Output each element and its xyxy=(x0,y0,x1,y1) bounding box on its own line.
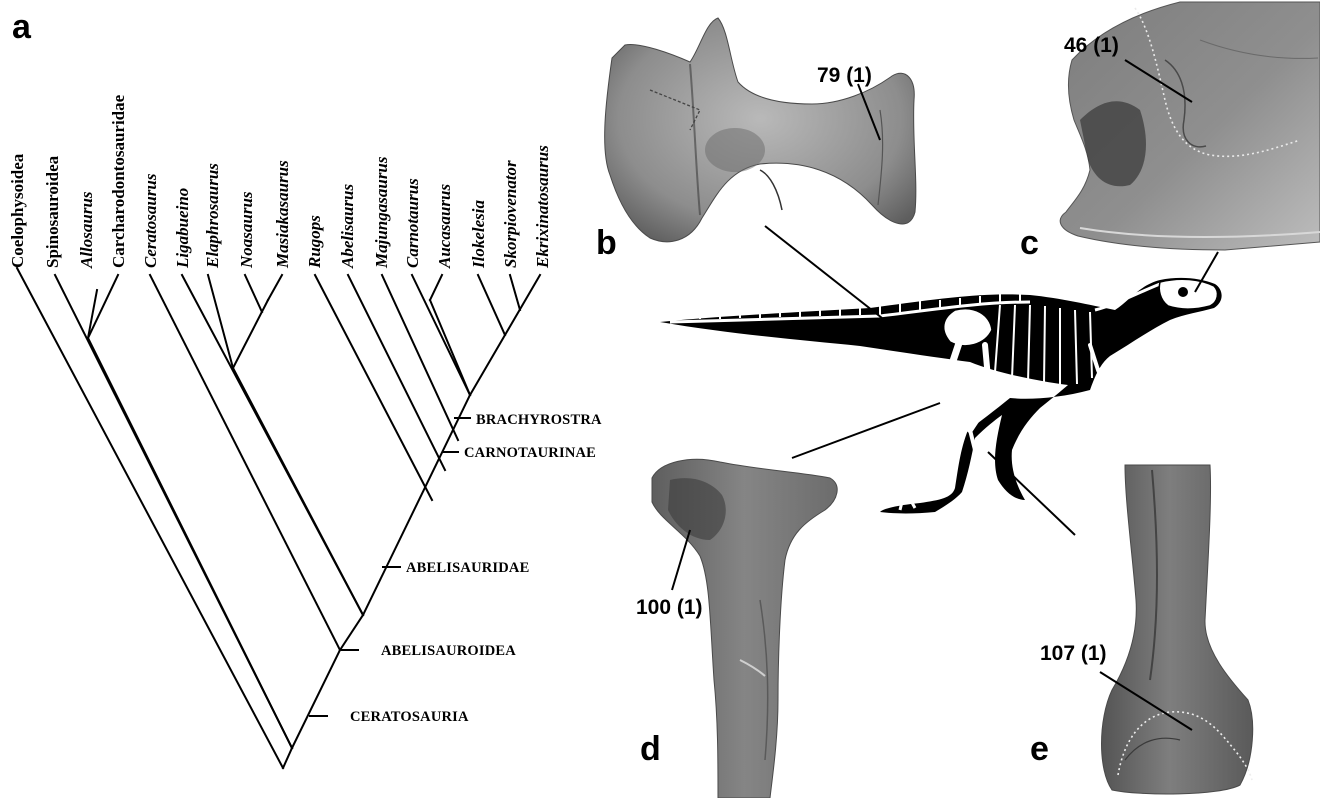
leader-skeleton-d xyxy=(792,403,940,458)
branch-skorpiovenator xyxy=(510,275,520,310)
taxon-label-ilokelesia: Ilokelesia xyxy=(469,200,488,269)
character-label-107: 107 (1) xyxy=(1040,642,1107,665)
branch-root-to-spinosauroidea xyxy=(283,748,292,768)
branch-abelisaurid-spine xyxy=(363,395,470,615)
taxon-label-elaphrosaurus: Elaphrosaurus xyxy=(203,163,222,269)
branch-ilokelesia xyxy=(478,275,505,335)
taxon-label-masiakasaurus: Masiakasaurus xyxy=(273,160,292,269)
taxon-label-noasaurus: Noasaurus xyxy=(237,191,256,269)
taxon-label-aucasaurus: Aucasaurus xyxy=(435,184,454,269)
branch-carcharodontosauridae xyxy=(88,275,118,338)
tibia-photo xyxy=(1102,465,1253,794)
taxon-label-allosaurus: Allosaurus xyxy=(77,191,96,269)
taxon-label-skorpiovenator: Skorpiovenator xyxy=(501,160,520,268)
panel-letter-c: c xyxy=(1020,224,1039,262)
leader-skeleton-b xyxy=(765,226,882,318)
leader-skeleton-e xyxy=(988,452,1075,535)
clade-label-carnotaurinae: CARNOTAURINAE xyxy=(464,445,596,461)
branch-masiakasaurus xyxy=(268,275,282,300)
clade-label-ceratosauria: CERATOSAURIA xyxy=(350,709,469,725)
clade-labels: BRACHYROSTRA CARNOTAURINAE ABELISAURIDAE… xyxy=(350,412,602,725)
taxon-label-carcharodontosauridae: Carcharodontosauridae xyxy=(109,94,128,268)
femur-photo xyxy=(652,459,837,798)
taxon-label-ekrixinatosaurus: Ekrixinatosaurus xyxy=(533,145,552,269)
vertebra-photo xyxy=(605,18,916,242)
taxon-label-abelisaurus: Abelisaurus xyxy=(338,184,357,269)
character-label-100: 100 (1) xyxy=(636,596,703,619)
clade-label-abelisauroidea: ABELISAUROIDEA xyxy=(381,643,516,659)
taxon-label-coelophysoidea: Coelophysoidea xyxy=(8,153,27,268)
taxon-label-ligabueino: Ligabueino xyxy=(173,188,192,269)
branch-elaphrosaurus xyxy=(208,275,233,368)
taxon-labels: Coelophysoidea Spinosauroidea Allosaurus… xyxy=(8,94,552,269)
panel-letter-b: b xyxy=(596,224,617,262)
taxon-label-carnotaurus: Carnotaurus xyxy=(403,178,422,268)
branch-abelisauroidea-spine xyxy=(340,615,363,650)
clade-label-abelisauridae: ABELISAURIDAE xyxy=(406,560,529,576)
panel-letter-a: a xyxy=(12,8,32,46)
character-label-79: 79 (1) xyxy=(817,64,872,87)
branch-noasaurus-masiakasaurus xyxy=(233,300,268,368)
branch-majungasaurus xyxy=(382,275,458,440)
branch-noasaurid-stem xyxy=(233,368,363,615)
branch-tetanurae-spine xyxy=(88,338,292,748)
branch-ceratosauria-spine xyxy=(292,650,340,748)
character-label-46: 46 (1) xyxy=(1064,34,1119,57)
panel-letter-d: d xyxy=(640,730,661,768)
branch-carnotaurini xyxy=(430,300,470,395)
taxon-label-spinosauroidea: Spinosauroidea xyxy=(43,155,62,268)
branch-carnotaurus xyxy=(412,275,470,395)
panel-letter-e: e xyxy=(1030,730,1049,768)
branch-coelophysoidea xyxy=(17,268,283,768)
taxon-label-majungasaurus: Majungasaurus xyxy=(372,156,391,269)
branch-rugops xyxy=(315,275,432,500)
branch-noasaurus xyxy=(245,275,262,312)
branch-aucasaurus xyxy=(430,275,442,300)
clade-label-brachyrostra: BRACHYROSTRA xyxy=(476,412,602,428)
cladogram xyxy=(17,268,540,768)
taxon-label-rugops: Rugops xyxy=(305,215,324,269)
taxon-label-ceratosaurus: Ceratosaurus xyxy=(141,173,160,268)
leader-100 xyxy=(672,530,690,590)
branch-ceratosaurus xyxy=(150,275,340,650)
